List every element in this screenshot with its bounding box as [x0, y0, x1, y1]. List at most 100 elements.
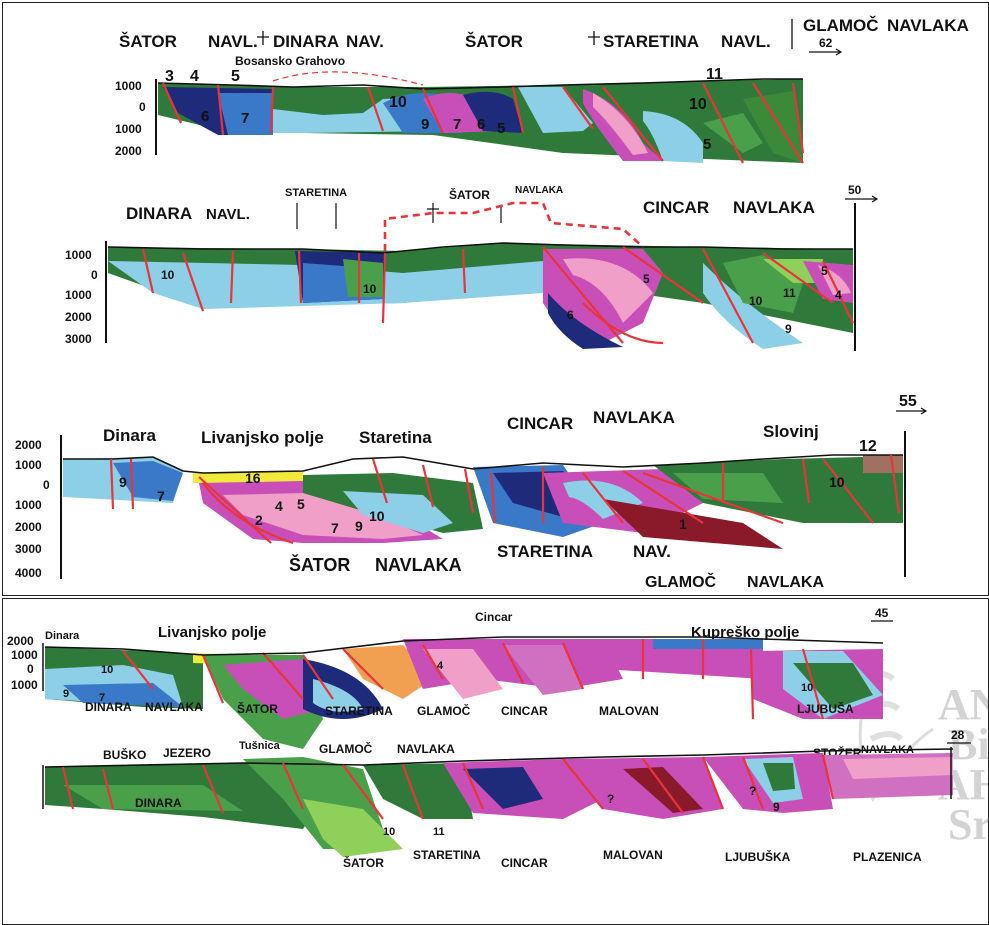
- section-5-green-3: [763, 763, 795, 791]
- section-3-midgreen-right: [673, 473, 783, 503]
- section-1: ŠATOR NAVL. DINARA NAV. ŠATOR STARETINA …: [115, 16, 969, 164]
- section-4-faults: [122, 639, 825, 720]
- y-tick: 1000: [15, 458, 42, 472]
- unit-number: 5: [297, 496, 305, 512]
- section-2-header: NAVL.: [206, 206, 250, 223]
- section-1-pink-2: [593, 93, 648, 155]
- y-tick: 1000: [15, 498, 42, 512]
- section-4-arrow-label: 45: [875, 606, 889, 620]
- header-tick-marks: [257, 19, 793, 49]
- section-1-green-right: [743, 91, 803, 163]
- section-5-header: BUŠKO: [103, 747, 146, 762]
- section-4-pink-1: [423, 649, 503, 699]
- y-tick: 0: [139, 100, 146, 114]
- section-4-header: Livanjsko polje: [158, 624, 266, 641]
- section-1-eroded-dashed: [272, 71, 424, 86]
- y-tick: 2000: [115, 144, 142, 158]
- section-2-header: CINCAR: [643, 198, 709, 217]
- section-3-header: NAVLAKA: [747, 574, 824, 591]
- section-5-bottom-label: LJUBUŠKA: [725, 849, 791, 864]
- section-2-fold-fault: [582, 302, 664, 345]
- y-tick: 1000: [115, 79, 142, 93]
- y-tick: 1000: [11, 678, 38, 692]
- section-4: Dinara Livanjsko polje Cincar Kupreško p…: [7, 606, 893, 749]
- section-5-topography: [44, 748, 954, 768]
- section-2-eroded-dashed: [383, 201, 644, 251]
- section-5-bottom-label: PLAZENICA: [853, 850, 922, 864]
- section-1-header: ŠATOR: [465, 32, 523, 51]
- unit-number: 6: [201, 108, 209, 125]
- place-label: Bosansko Grahovo: [235, 54, 345, 68]
- unit-number: 7: [241, 110, 249, 127]
- section-5-lightgreen: [303, 799, 403, 857]
- section-1-arrow-label: 62: [819, 36, 833, 50]
- y-tick: 4000: [15, 566, 42, 580]
- unit-number: 6: [477, 116, 485, 133]
- unit-number: 16: [245, 470, 261, 486]
- section-5-header: Tušnica: [239, 740, 281, 752]
- unit-number: ?: [607, 792, 614, 806]
- section-1-lightblue-2: [518, 87, 593, 133]
- unit-number: 9: [63, 688, 69, 700]
- unit-number: 1: [679, 516, 687, 532]
- section-5-faults: [61, 754, 835, 820]
- unit-number: 7: [453, 116, 461, 133]
- section-5: BUŠKO JEZERO Tušnica GLAMOČ NAVLAKA STOŽ…: [42, 728, 971, 870]
- section-1-midgreen: [703, 113, 763, 153]
- section-5-pink-far: [843, 757, 953, 779]
- bottom-panel: AN Bi AH Sr Dinara Livanjsko polje Cinca…: [2, 598, 989, 925]
- section-2-midgreen-block: [343, 259, 383, 297]
- section-5-bottom-label: MALOVAN: [603, 848, 663, 862]
- y-tick: 2000: [15, 520, 42, 534]
- section-1-header: NAV.: [346, 32, 384, 51]
- unit-number: 12: [859, 438, 877, 455]
- top-panel: ŠATOR NAVL. DINARA NAV. ŠATOR STARETINA …: [2, 2, 989, 596]
- section-3-arrow: [896, 407, 928, 415]
- unit-number: 3: [165, 68, 174, 85]
- section-2-topography: [107, 242, 853, 254]
- unit-number: 5: [231, 68, 240, 85]
- section-2-arrow: [845, 195, 879, 203]
- unit-number: 9: [355, 518, 363, 534]
- section-4-bottom-label: LJUBUŠA: [797, 701, 854, 716]
- y-tick: 2000: [7, 634, 34, 648]
- section-2-pink-right: [818, 265, 851, 295]
- section-4-header: Dinara: [45, 630, 80, 642]
- section-4-orange: [343, 645, 433, 699]
- unit-number: 10: [369, 508, 385, 524]
- unit-number: 9: [119, 474, 127, 490]
- unit-number: 9: [785, 322, 792, 336]
- section-3-header: NAV.: [633, 542, 671, 561]
- unit-number: ?: [749, 784, 756, 798]
- section-4-green-far: [793, 663, 873, 709]
- section-2-lightblue-fold: [703, 263, 803, 349]
- unit-number: 10: [363, 282, 377, 296]
- section-2-navy-fold: [548, 293, 623, 349]
- section-5-bottom-label: CINCAR: [501, 856, 548, 870]
- section-3-header: STARETINA: [497, 542, 593, 561]
- section-5-header: GLAMOČ: [319, 741, 373, 756]
- unit-number: 9: [773, 800, 780, 814]
- y-tick: 0: [43, 478, 50, 492]
- section-1-faults: [161, 82, 805, 164]
- section-1-header: DINARA: [273, 32, 339, 51]
- section-4-magenta-2: [503, 645, 583, 695]
- section-1-header: NAVL.: [721, 32, 771, 51]
- section-2-header: NAVLAKA: [515, 185, 563, 196]
- section-4-bottom-label: ŠATOR: [237, 701, 278, 716]
- section-4-topography: [44, 636, 884, 656]
- unit-number: 5: [643, 272, 650, 286]
- section-3-header: CINCAR: [507, 414, 573, 433]
- section-2-faults: [141, 246, 854, 344]
- section-3-header: NAVLAKA: [593, 408, 675, 427]
- bottom-panel-svg: AN Bi AH Sr Dinara Livanjsko polje Cinca…: [7, 606, 988, 870]
- section-1-arrow: [809, 48, 843, 56]
- section-3-header: Slovinj: [763, 422, 819, 441]
- y-tick: 1000: [115, 122, 142, 136]
- unit-number: 10: [689, 96, 707, 113]
- y-tick: 2000: [15, 438, 42, 452]
- section-3-lightblue-center: [343, 491, 453, 533]
- watermark-text: Bi: [948, 720, 988, 769]
- section-5-header: JEZERO: [163, 746, 211, 760]
- section-3: Dinara Livanjsko polje Staretina CINCAR …: [15, 393, 928, 591]
